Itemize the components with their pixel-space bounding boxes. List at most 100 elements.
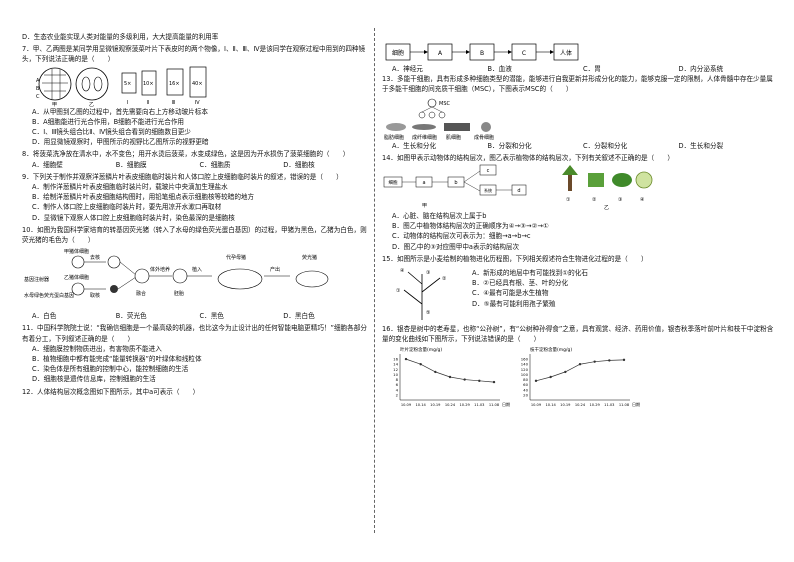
data-point [478,380,481,383]
q13-label-c3: 肌细胞 [446,134,461,141]
q10-label-a: 甲猪体细胞 [64,248,89,255]
q8-option-c: C．细胞质 [199,160,231,169]
chart-title: 枝干淀粉含量(mg/g) [530,346,572,353]
q15-option-a: A．新形成的地层中有可能找到①的化石 [472,269,588,278]
x-tick-label: 11.03 [474,403,484,407]
q13-option-a: A．生长和分化 [392,141,437,150]
q7-lens-1: 5× [124,81,131,87]
data-point [608,359,611,363]
q7-label-a: A [36,78,40,84]
data-point [564,371,567,374]
q9-option-c: C．制作人体口腔上皮细胞临时装片时，要先用凉开水漱口再取材 [32,203,222,212]
q10-label-d: 水母绿色荧光蛋白基因 [24,292,74,299]
q14-option-b: B．图乙中植物体结构层次的正确顺序为④→③→②→① [392,222,549,231]
q15-stem: 15．如图所示是小麦绘制的植物进化历程图，下列相关叙述符合生物进化过程的是（ ） [382,254,648,263]
data-point [434,371,437,374]
q14-option-d: D．图乙中的③对应图甲中a表示的结构层次 [392,242,520,251]
q11-option-a: A．细胞膜控制物质进出，有害物质不能进入 [32,344,162,353]
data-point [593,360,596,364]
data-point [404,358,408,361]
x-axis-label: 日期 [632,401,640,407]
q7-roman-3: Ⅲ [172,100,175,106]
q10-label-c: 基因注射器 [24,276,49,283]
series-line [405,359,495,383]
q7-roman-1: Ⅰ [127,100,128,106]
q12-option-a: A．神经元 [392,65,423,73]
data-point [463,378,466,382]
q15-label-n5: ⑤ [426,310,430,316]
q9-stem: 9．下列关于制作并观察洋葱鳞片叶表皮细胞临时装片和人体口腔上皮细胞临时装片的叙述… [22,172,343,181]
q13-stem: 13．多能干细胞，具有形成多种细胞类型的潜能，能够进行自我更新并形成分化的能力，… [382,75,773,94]
x-axis-label: 日期 [502,401,510,407]
q12-box-cell: 细胞 [392,49,404,57]
question-7: 7．甲、乙两图是某同学用显微镜观察菠菜叶片下表皮时的两个物像，Ⅰ、Ⅱ、Ⅲ、Ⅳ是该… [22,44,367,147]
q14-label-n1: ① [566,197,571,203]
q14-figure: 细胞 a b c 系统 d 甲 [383,164,653,211]
y-tick-label: 2 [396,393,399,398]
y-tick-label: 4 [396,388,399,393]
q10-stem: 10．如图为我国科学家培育的转基因荧光猪（转入了水母的绿色荧光蛋白基因）的过程，… [22,225,367,245]
q7-option-b: B．A细胞能进行光合作用，B细胞不能进行光合作用 [32,117,185,126]
q12-box-c: C [522,50,526,57]
q14-label-jia: 甲 [422,203,427,209]
q14-label-b: b [454,180,457,186]
q10-label-j: 胚胎 [174,290,184,297]
q13-label-c1: 脂肪细胞 [384,134,404,141]
q10-label-h: 体外培养 [150,266,170,273]
q12-options: A．神经元 B．血液 C．胃 D．内分泌系统 [382,64,774,74]
data-point [448,376,452,379]
q12-flow-figure: 细胞 A B C 人体 [385,43,579,61]
question-16: 16．银杏是树中的老寿星，也称“公孙树”，有“公树种孙得食”之意，具有观赏、经济… [382,324,774,416]
y-tick-label: 80 [523,377,528,382]
q7-label-c: C [36,94,40,100]
q10-label-k: 代孕母猪 [226,254,246,261]
q8-option-b: B．细胞膜 [115,160,147,169]
y-tick-label: 140 [521,362,529,367]
q13-option-b: B．分裂和分化 [487,141,532,150]
chart-title: 叶片淀粉含量(mg/g) [400,346,442,353]
q10-label-m: 荧光猪 [302,254,317,261]
q15-label-n4: ④ [400,268,405,274]
q12-box-body: 人体 [560,49,572,57]
data-point [419,363,422,366]
x-tick-label: 10.14 [416,403,427,407]
x-tick-label: 10.09 [401,403,412,407]
q12-option-c: C．胃 [583,65,601,73]
q8-stem: 8．将菠菜洗净放在清水中，水不变色；用开水烫后菠菜，水变成绿色，这是因为开水损伤… [22,150,350,159]
q13-option-d: D．生长和分裂 [678,141,724,150]
q15-tree-figure: ① ② ③ ④ ⑤ [396,268,447,321]
data-point [622,359,626,362]
q14-label-n3: ③ [618,197,622,203]
q10-label-l: 产出 [270,266,280,273]
q7-lens-4: 40× [192,81,203,87]
question-9: 9．下列关于制作并观察洋葱鳞片叶表皮细胞临时装片和人体口腔上皮细胞临时装片的叙述… [22,172,367,223]
q15-label-n3: ③ [426,270,430,276]
q11-stem: 11．中国科学院院士说：“我确信细胞是一个最高级的机器，也比这今为止设计出的任何… [22,324,367,343]
q12-option-d: D．内分泌系统 [678,65,724,73]
q7-label-yi: 乙 [89,101,94,107]
q14-label-yi: 乙 [604,204,609,211]
q10-option-a: A．白色 [32,312,57,321]
x-tick-label: 11.08 [619,403,630,407]
question-12: 12．人体结构层次概念图如下图所示，其中a可表示（ ） [22,387,367,397]
q15-option-c: C．④最有可能是水生植物 [472,289,549,298]
y-tick-label: 16 [393,357,398,362]
q16-stem: 16．银杏是树中的老寿星，也称“公孙树”，有“公树种孙得食”之意，具有观赏、经济… [382,325,774,344]
q12-box-b: B [480,50,484,57]
x-tick-label: 11.08 [489,403,500,407]
q12-box-a: A [438,50,443,57]
q13-figure: MSC 脂肪细胞 成纤维细胞 肌细胞 成骨细胞 [384,98,494,141]
y-tick-label: 20 [523,393,528,398]
q12-option-b: B．血液 [487,65,512,73]
q7-option-d: D．用显微镜观察时，甲图所示的视野比乙图所示的视野更暗 [32,138,209,147]
q14-option-a: A．心脏、脑在结构层次上属于b [392,212,487,221]
q6-option-d: D．生态农业能实现人类对能量的多级利用，大大提高能量的利用率 [22,33,219,41]
x-tick-label: 10.29 [460,403,471,407]
y-tick-label: 6 [396,383,399,388]
q10-option-b: B．荧光色 [115,312,147,321]
q7-figure: A B C 甲 乙 5× 10× 16× 40× Ⅰ Ⅱ Ⅲ Ⅳ [36,66,207,107]
question-10: 10．如图为我国科学家培育的转基因荧光猪（转入了水母的绿色荧光蛋白基因）的过程，… [22,225,367,322]
q12-stem: 12．人体结构层次概念图如下图所示，其中a可表示（ ） [22,387,200,396]
